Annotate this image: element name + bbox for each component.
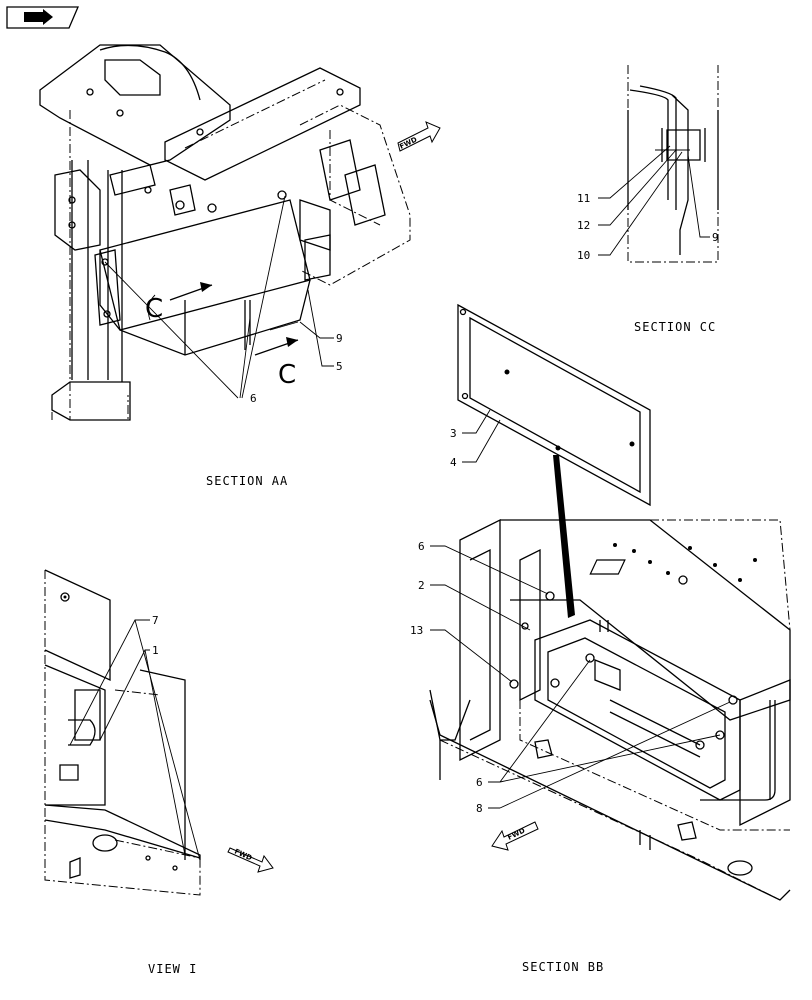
callout-13: 13 (410, 624, 423, 637)
cover-plate-leaders (462, 409, 501, 463)
callout-1: 1 (152, 644, 159, 657)
callout-9-aa: 9 (336, 332, 343, 345)
section-aa-leaders (104, 195, 334, 399)
caption-section-cc: SECTION CC (634, 320, 716, 334)
view-i-drawing (44, 569, 201, 896)
callout-2: 2 (418, 579, 425, 592)
section-cc-drawing (627, 65, 719, 263)
caption-section-bb: SECTION BB (522, 960, 604, 974)
section-bb-leaders (430, 545, 731, 809)
callout-12: 12 (577, 219, 590, 232)
callout-9-cc: 9 (712, 231, 719, 244)
caption-view-i: VIEW I (148, 962, 197, 976)
pointer-wedge (553, 455, 575, 618)
callout-5-aa: 5 (336, 360, 343, 373)
section-aa-drawing (39, 44, 411, 421)
callout-6-bb-top: 6 (418, 540, 425, 553)
section-bb-drawing (429, 518, 791, 901)
fwd-arrow-icon-aa: FWD (397, 121, 441, 152)
caption-section-aa: SECTION AA (206, 474, 288, 488)
callout-8: 8 (476, 802, 483, 815)
callout-6-aa: 6 (250, 392, 257, 405)
fwd-arrow-icon-view-i: FWD (227, 847, 274, 873)
fwd-arrow-icon-bb: FWD (491, 821, 539, 851)
callout-4: 4 (450, 456, 457, 469)
cover-plate-drawing (457, 303, 651, 507)
next-page-arrow-icon[interactable] (6, 6, 79, 29)
callout-6-bb-bottom: 6 (476, 776, 483, 789)
view-i-leaders (69, 619, 201, 861)
section-mark-c-lower: C (278, 360, 296, 390)
fwd-label-view-i: FWD (233, 848, 253, 863)
callout-7: 7 (152, 614, 159, 627)
fwd-label-aa: FWD (398, 135, 418, 150)
section-cc-leaders (598, 145, 710, 256)
callout-3: 3 (450, 427, 457, 440)
callout-11: 11 (577, 192, 590, 205)
callout-10: 10 (577, 249, 590, 262)
section-mark-c-upper: C (145, 294, 163, 324)
